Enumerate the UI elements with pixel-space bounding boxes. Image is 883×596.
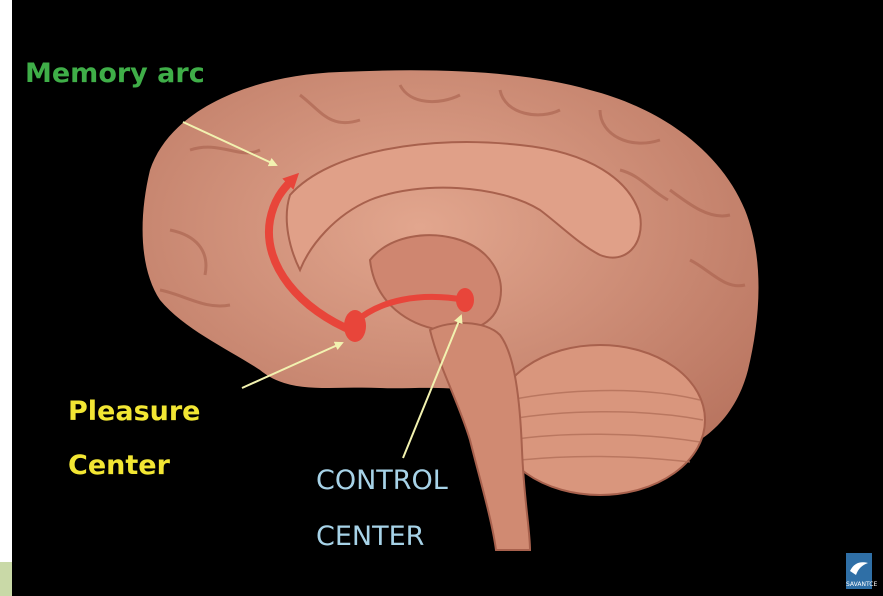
control-center-label-line2: CENTER <box>316 509 448 565</box>
cerebellum <box>495 345 705 495</box>
control-center-label: CONTROL CENTER <box>316 453 448 565</box>
wave-icon <box>846 555 872 581</box>
logo-text: SAVANTCE <box>846 581 872 588</box>
savantce-logo: SAVANTCE <box>846 553 872 589</box>
pleasure-center-label: Pleasure Center <box>68 396 201 482</box>
pleasure-center-node <box>344 310 366 342</box>
slide-corner-accent <box>0 562 12 596</box>
control-center-label-line1: CONTROL <box>316 453 448 509</box>
pleasure-center-label-line2: Center <box>68 450 201 482</box>
control-center-node <box>456 288 474 312</box>
memory-arc-label: Memory arc <box>25 58 205 89</box>
pleasure-center-label-line1: Pleasure <box>68 396 201 428</box>
